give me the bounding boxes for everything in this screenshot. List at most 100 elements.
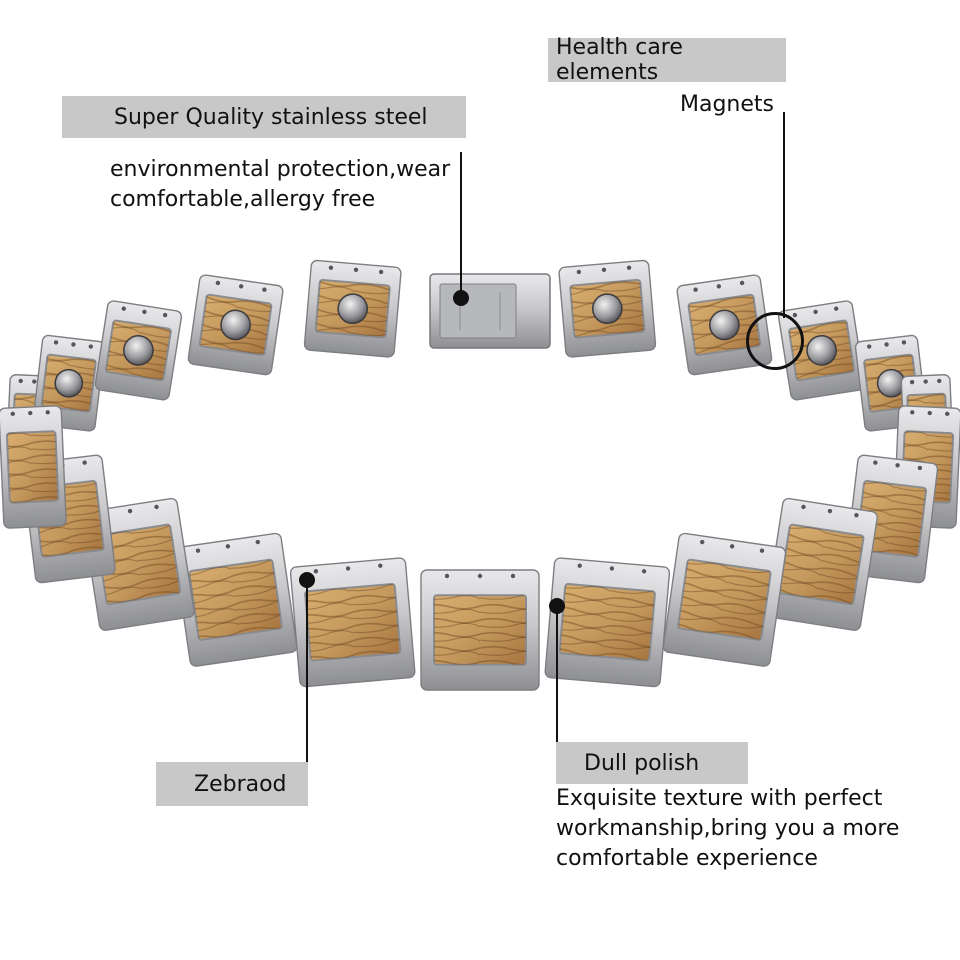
bracelet-link <box>94 300 183 401</box>
bracelet-link <box>558 259 657 358</box>
polish-pointer-dot <box>549 598 565 614</box>
link-rivet <box>142 309 147 315</box>
bracelet-link <box>662 532 787 667</box>
link-magnet <box>123 335 154 366</box>
link-rivet <box>444 573 450 579</box>
link-rivet <box>345 566 351 571</box>
link-rivet <box>884 342 889 347</box>
link-rivet <box>353 267 359 273</box>
link-rivet <box>238 284 244 289</box>
link-rivet <box>262 287 267 292</box>
link-rivet <box>477 573 483 579</box>
clasp <box>429 273 551 349</box>
link-rivet <box>873 460 878 465</box>
link-rivet <box>609 566 615 571</box>
polish-caption-line-3: comfortable experience <box>556 846 818 871</box>
link-rivet <box>716 284 722 289</box>
magnet-highlight-ring <box>746 312 804 370</box>
bracelet-link <box>544 557 671 688</box>
link-rivet <box>328 265 334 270</box>
link-rivet <box>53 340 59 345</box>
bracelet-link <box>676 274 773 376</box>
bracelet-link <box>765 497 878 631</box>
link-rivet <box>739 280 745 286</box>
link-rivet <box>82 460 87 465</box>
link-rivet <box>700 539 705 545</box>
steel-caption-line-2: comfortable,allergy free <box>110 187 376 212</box>
link-rivet <box>895 463 900 468</box>
link-wood-grain <box>559 584 655 661</box>
steel-caption-line-1: environmental protection,wear <box>110 157 451 182</box>
bracelet-front-links <box>0 405 960 691</box>
link-rivet <box>693 287 698 292</box>
link-rivet <box>215 280 221 286</box>
link-rivet <box>827 508 833 514</box>
wood-leader-line <box>306 580 308 764</box>
link-wood-grain <box>189 559 282 640</box>
wood-label: Zebraod <box>156 762 308 806</box>
health-caption-line-1: Magnets <box>680 92 774 117</box>
link-magnet <box>54 368 84 398</box>
link-rivet <box>945 411 950 417</box>
link-rivet <box>577 563 582 568</box>
link-rivet <box>45 410 50 415</box>
bracelet-link <box>187 274 284 376</box>
link-rivet <box>901 340 907 345</box>
link-wood-grain <box>779 524 864 605</box>
link-rivet <box>255 539 260 545</box>
polish-caption-line-1: Exquisite texture with perfect <box>556 786 883 811</box>
link-rivet <box>18 378 23 384</box>
link-wood-grain <box>6 431 59 503</box>
link-rivet <box>127 508 133 514</box>
bracelet-link <box>0 405 67 529</box>
polish-caption: Exquisite texture with perfect workmansh… <box>556 784 899 874</box>
link-magnet <box>709 309 740 341</box>
bracelet-link <box>420 569 540 691</box>
link-wood-grain <box>305 584 401 661</box>
wood-label-text: Zebraod <box>194 771 287 797</box>
polish-caption-line-2: workmanship,bring you a more <box>556 816 900 841</box>
link-magnet <box>591 293 623 325</box>
health-label: Health care elements <box>548 35 786 85</box>
bracelet-link <box>303 259 402 358</box>
link-rivet <box>378 269 384 275</box>
link-rivet <box>910 410 915 415</box>
link-rivet <box>121 306 126 311</box>
link-wood-grain <box>678 559 771 640</box>
polish-label: Dull polish <box>556 742 748 784</box>
link-rivet <box>576 269 582 275</box>
wood-pointer-dot <box>299 572 315 588</box>
bracelet-link <box>289 557 416 688</box>
link-rivet <box>225 544 231 549</box>
polish-label-text: Dull polish <box>584 750 700 776</box>
link-wood-grain <box>434 595 526 665</box>
steel-leader-line <box>460 152 462 298</box>
magnet-leader-line <box>783 112 785 318</box>
link-rivet <box>71 342 76 347</box>
link-rivet <box>28 410 33 416</box>
steel-caption: environmental protection,wear comfortabl… <box>110 155 450 215</box>
link-rivet <box>923 379 928 384</box>
link-rivet <box>601 267 607 273</box>
link-rivet <box>909 379 915 385</box>
link-rivet <box>792 312 798 318</box>
link-magnet <box>337 293 369 325</box>
bracelet-link <box>854 334 928 432</box>
link-rivet <box>641 569 647 574</box>
link-rivet <box>626 265 632 270</box>
link-rivet <box>32 379 37 384</box>
health-caption: Magnets <box>680 90 774 120</box>
link-magnet <box>806 335 837 366</box>
link-rivet <box>162 312 168 318</box>
link-rivet <box>195 548 201 553</box>
link-magnet <box>220 309 251 341</box>
link-wood-grain <box>96 524 181 605</box>
link-rivet <box>154 504 159 510</box>
link-rivet <box>927 410 932 416</box>
link-rivet <box>854 512 859 518</box>
link-rivet <box>510 573 516 579</box>
link-rivet <box>834 306 839 311</box>
link-rivet <box>813 309 818 315</box>
